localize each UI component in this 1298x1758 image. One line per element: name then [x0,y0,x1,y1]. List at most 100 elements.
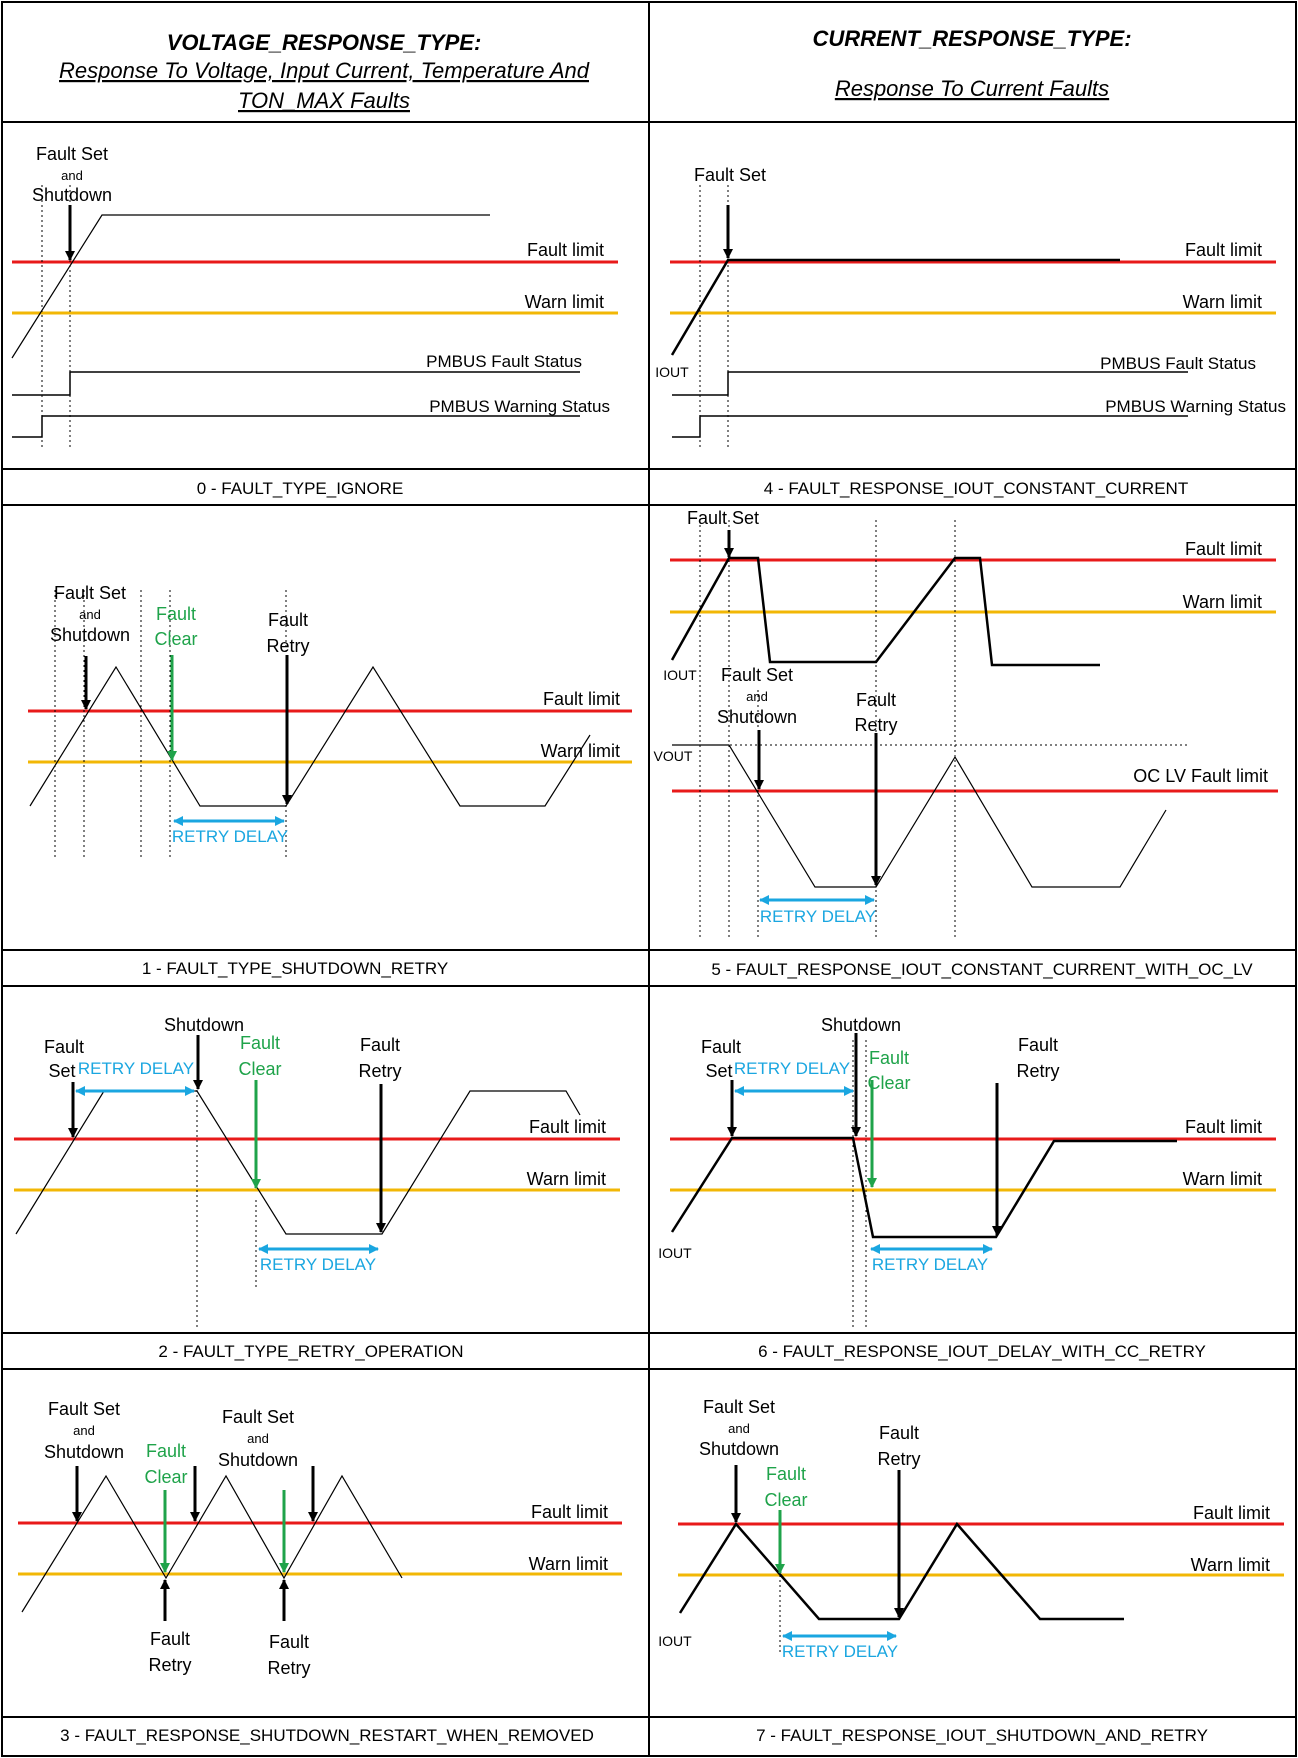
shutdown-label: Shutdown [717,707,797,727]
iout-label: IOUT [663,667,697,683]
pmbus-warning-status-label: PMBUS Warning Status [429,397,610,416]
fault-limit-label: Fault limit [1193,1503,1270,1523]
shutdown-label: Shutdown [164,1015,244,1035]
signal-trace [15,1090,581,1235]
fault-retry-label-fault: Fault [1018,1035,1058,1055]
caption-1: 1 - FAULT_TYPE_SHUTDOWN_RETRY [142,959,448,978]
fault-set-label-2: Fault Set [222,1407,294,1427]
fault-clear-label-fault: Fault [146,1441,186,1461]
retry-delay-label-bottom: RETRY DELAY [872,1255,988,1274]
shutdown-label: Shutdown [50,625,130,645]
fault-limit-label: Fault limit [527,240,604,260]
left-title: VOLTAGE_RESPONSE_TYPE: [167,30,482,55]
panel-3-shutdown-restart-when-removed: Fault Set and Shutdown Fault Set and Shu… [18,1399,622,1678]
warn-limit-label: Warn limit [527,1169,606,1189]
and-label: and [728,1421,750,1436]
fault-limit-label: Fault limit [1185,240,1262,260]
fault-clear-label-fault: Fault [240,1033,280,1053]
fault-limit-label: Fault limit [543,689,620,709]
fault-limit-label: Fault limit [529,1117,606,1137]
and-label: and [61,168,83,183]
fault-limit-label: Fault limit [1185,1117,1262,1137]
panel-6-delay-with-cc-retry: RETRY DELAY RETRY DELAY Fault Set Shutdo… [658,1015,1276,1328]
fault-limit-label: Fault limit [531,1502,608,1522]
oc-lv-fault-limit-label: OC LV Fault limit [1133,766,1268,786]
pmbus-warning-status-label: PMBUS Warning Status [1105,397,1286,416]
fault-retry-label-fault: Fault [856,690,896,710]
retry-delay-label-top: RETRY DELAY [78,1059,194,1078]
fault-retry-label-retry: Retry [1016,1061,1059,1081]
warn-limit-label: Warn limit [1183,592,1262,612]
fault-set-label-fault: Fault [44,1037,84,1057]
fault-clear-label-fault: Fault [869,1048,909,1068]
and-label-1: and [73,1423,95,1438]
caption-5: 5 - FAULT_RESPONSE_IOUT_CONSTANT_CURRENT… [711,960,1253,979]
fault-set-label: Fault Set [36,144,108,164]
signal-trace [29,665,591,807]
header-right: CURRENT_RESPONSE_TYPE: Response To Curre… [812,26,1131,101]
iout-trace [670,258,1120,356]
right-title: CURRENT_RESPONSE_TYPE: [812,26,1131,51]
caption-4: 4 - FAULT_RESPONSE_IOUT_CONSTANT_CURRENT [764,479,1188,498]
fault-retry-label-retry: Retry [854,715,897,735]
fault-clear-label-clear: Clear [238,1059,281,1079]
fault-retry-label-fault-1: Fault [150,1629,190,1649]
fault-retry-label-fault: Fault [268,610,308,630]
fault-status-trace [12,371,580,396]
fault-retry-label-fault-2: Fault [269,1632,309,1652]
warning-status-trace [12,415,580,438]
caption-2: 2 - FAULT_TYPE_RETRY_OPERATION [158,1342,463,1361]
right-subtitle: Response To Current Faults [835,76,1109,101]
iout-trace [670,1136,1177,1239]
fault-set-label: Fault Set [54,583,126,603]
shutdown-label: Shutdown [699,1439,779,1459]
warning-status-trace [672,415,1188,438]
fault-clear-label-clear: Clear [867,1073,910,1093]
and-label: and [79,607,101,622]
warn-limit-label: Warn limit [1191,1555,1270,1575]
panel-1-shutdown-retry: RETRY DELAY Fault Set and Shutdown Fault… [28,583,632,858]
fault-retry-label-retry-1: Retry [148,1655,191,1675]
fault-retry-label-fault: Fault [360,1035,400,1055]
warn-limit-label: Warn limit [1183,292,1262,312]
retry-delay-label-top: RETRY DELAY [734,1059,850,1078]
fault-retry-label-retry: Retry [877,1449,920,1469]
retry-delay-label-bottom: RETRY DELAY [260,1255,376,1274]
left-subtitle-line1: Response To Voltage, Input Current, Temp… [59,58,590,83]
fault-status-trace [672,371,1188,396]
iout-label: IOUT [655,364,689,380]
caption-7: 7 - FAULT_RESPONSE_IOUT_SHUTDOWN_AND_RET… [756,1726,1208,1745]
fault-retry-label-retry: Retry [358,1061,401,1081]
shutdown-label: Shutdown [32,185,112,205]
warn-limit-label: Warn limit [541,741,620,761]
fault-limit-label: Fault limit [1185,539,1262,559]
fault-clear-label-clear: Clear [154,629,197,649]
vout-trace [672,744,1167,888]
left-subtitle-line2: TON_MAX Faults [238,88,410,113]
iout-trace [670,556,1100,667]
fault-retry-label-retry-2: Retry [267,1658,310,1678]
caption-6: 6 - FAULT_RESPONSE_IOUT_DELAY_WITH_CC_RE… [758,1342,1206,1361]
and-label-2: and [247,1431,269,1446]
panel-5-cc-with-oc-lv: RETRY DELAY Fault Set IOUT VOUT Fault Se… [654,508,1278,940]
and-label: and [746,689,768,704]
warn-limit-label: Warn limit [1183,1169,1262,1189]
iout-trace [678,1521,1124,1621]
shutdown-label: Shutdown [821,1015,901,1035]
retry-delay-label: RETRY DELAY [172,827,288,846]
caption-0: 0 - FAULT_TYPE_IGNORE [197,479,404,498]
caption-3: 3 - FAULT_RESPONSE_SHUTDOWN_RESTART_WHEN… [60,1726,594,1745]
fault-set-label-set: Set [705,1061,732,1081]
fault-clear-label-fault: Fault [156,604,196,624]
fault-set-label-fault: Fault [701,1037,741,1057]
pmbus-fault-status-label: PMBUS Fault Status [1100,354,1256,373]
panel-7-iout-shutdown-and-retry: RETRY DELAY Fault Set and Shutdown Fault… [658,1397,1284,1661]
shutdown-label-1: Shutdown [44,1442,124,1462]
fault-clear-label-fault: Fault [766,1464,806,1484]
retry-delay-label: RETRY DELAY [760,907,876,926]
captions: 0 - FAULT_TYPE_IGNORE 4 - FAULT_RESPONSE… [60,479,1253,1745]
fault-set-label: Fault Set [694,165,766,185]
fault-set-label: Fault Set [703,1397,775,1417]
